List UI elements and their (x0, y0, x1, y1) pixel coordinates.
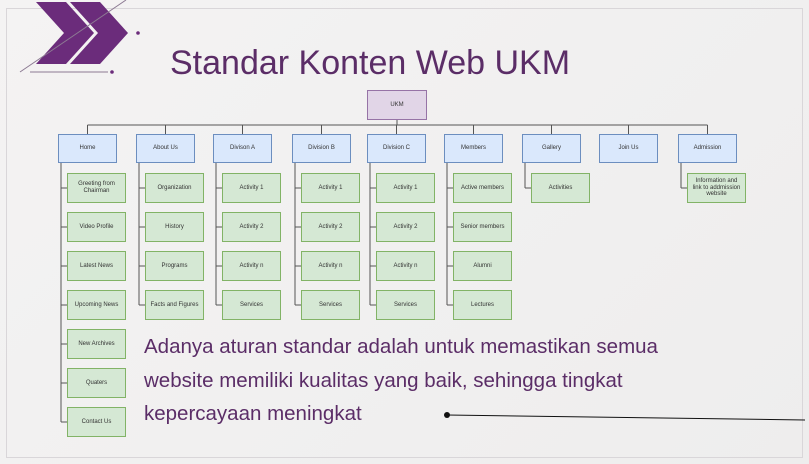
node-child-8-0: Information and link to addmission websi… (687, 173, 746, 203)
node-child-6-0: Activities (531, 173, 590, 203)
chevron-dot-1 (136, 31, 140, 35)
node-child-4-0: Activity 1 (376, 173, 435, 203)
node-child-2-2: Activity n (222, 251, 281, 281)
node-child-1-3: Facts and Figures (145, 290, 204, 320)
node-child-0-1: Video Profile (67, 212, 126, 242)
node-header-7: Join Us (599, 134, 658, 163)
node-child-1-0: Organization (145, 173, 204, 203)
node-header-4: Division C (367, 134, 426, 163)
node-header-5: Members (444, 134, 503, 163)
node-child-3-0: Activity 1 (301, 173, 360, 203)
node-child-4-3: Services (376, 290, 435, 320)
node-child-5-0: Active members (453, 173, 512, 203)
node-root: UKM (367, 90, 427, 120)
node-child-0-0: Greeting from Chairman (67, 173, 126, 203)
node-child-2-3: Services (222, 290, 281, 320)
node-child-1-1: History (145, 212, 204, 242)
node-child-3-1: Activity 2 (301, 212, 360, 242)
node-header-2: Divison A (213, 134, 272, 163)
node-child-2-0: Activity 1 (222, 173, 281, 203)
node-child-4-1: Activity 2 (376, 212, 435, 242)
node-child-5-2: Alumni (453, 251, 512, 281)
callout-line (446, 414, 806, 421)
node-header-0: Home (58, 134, 117, 163)
node-child-3-2: Activity n (301, 251, 360, 281)
node-child-4-2: Activity n (376, 251, 435, 281)
node-child-1-2: Programs (145, 251, 204, 281)
node-child-5-3: Lectures (453, 290, 512, 320)
node-header-6: Gallery (522, 134, 581, 163)
node-child-0-6: Contact Us (67, 407, 126, 437)
body-line-1: Adanya aturan standar adalah untuk memas… (144, 335, 658, 358)
body-text: Adanya aturan standar adalah untuk memas… (144, 330, 744, 431)
node-child-0-5: Quaters (67, 368, 126, 398)
node-child-0-3: Upcoming News (67, 290, 126, 320)
node-child-0-2: Latest News (67, 251, 126, 281)
chevron-shape-1 (36, 2, 94, 64)
node-header-1: About Us (136, 134, 195, 163)
chevron-decoration (19, 0, 140, 74)
node-child-5-1: Senior members (453, 212, 512, 242)
node-header-3: Division B (292, 134, 351, 163)
chevron-accent-line-1 (19, 0, 127, 73)
chevron-shape-2 (70, 2, 128, 64)
body-line-2: website memiliki kualitas yang baik, seh… (144, 368, 623, 392)
node-child-3-3: Services (301, 290, 360, 320)
node-header-8: Admission (678, 134, 737, 163)
node-child-2-1: Activity 2 (222, 212, 281, 242)
slide-title: Standar Konten Web UKM (170, 44, 571, 82)
node-child-0-4: New Archives (67, 329, 126, 359)
chevron-dot-2 (110, 70, 114, 74)
body-line-3: kepercayaan meningkat (144, 402, 362, 425)
